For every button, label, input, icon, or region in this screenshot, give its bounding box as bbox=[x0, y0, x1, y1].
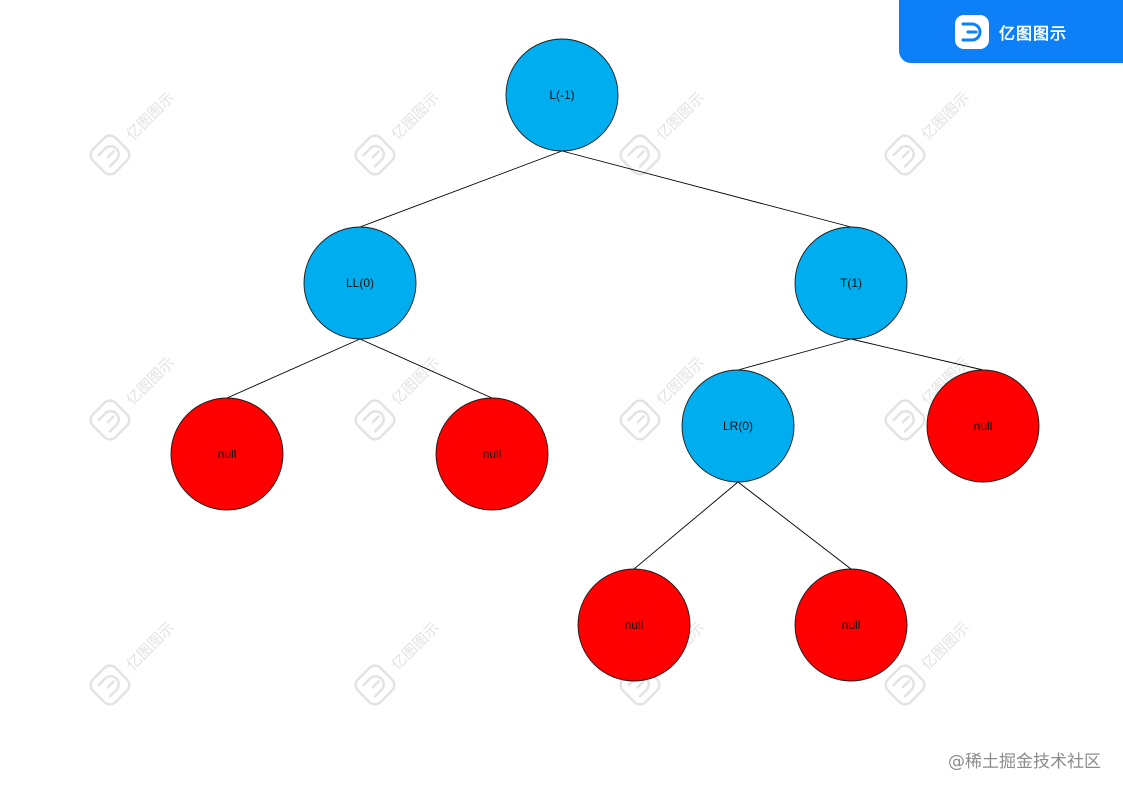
watermark-text: 亿图图示 bbox=[653, 89, 708, 144]
edraw-logo-glyph bbox=[961, 22, 982, 41]
tree-edge bbox=[226, 338, 361, 399]
watermark-text: 亿图图示 bbox=[123, 354, 178, 409]
watermark: 亿图图示 bbox=[884, 89, 973, 176]
tree-edge bbox=[633, 481, 739, 570]
tree-nodes: L(-1) LL(0) T(1) null null LR(0) null null null bbox=[170, 38, 1040, 682]
tree-edge bbox=[359, 338, 493, 399]
watermark: 亿图图示 bbox=[89, 354, 178, 441]
watermark: 亿图图示 bbox=[89, 89, 178, 176]
tree-edge bbox=[359, 150, 563, 228]
node-circle bbox=[681, 369, 795, 483]
watermark-text: 亿图图示 bbox=[388, 354, 443, 409]
node-label: null bbox=[218, 447, 237, 461]
node-circle bbox=[926, 369, 1040, 483]
brand-badge: 亿图图示 bbox=[899, 0, 1123, 63]
node-circle bbox=[577, 568, 691, 682]
tree-edge bbox=[561, 150, 852, 228]
watermark-text: 亿图图示 bbox=[918, 619, 973, 674]
watermark: 亿图图示 bbox=[354, 619, 443, 706]
watermark: 亿图图示 bbox=[354, 354, 443, 441]
watermark-text: 亿图图示 bbox=[123, 619, 178, 674]
tree-node: LL(0) bbox=[303, 226, 417, 340]
node-label: LR(0) bbox=[723, 419, 753, 433]
node-circle bbox=[794, 568, 908, 682]
watermark: 亿图图示 bbox=[354, 89, 443, 176]
node-label: null bbox=[974, 419, 993, 433]
null-node: null bbox=[926, 369, 1040, 483]
edraw-logo-icon bbox=[619, 134, 661, 176]
node-circle bbox=[794, 226, 908, 340]
watermark-text: 亿图图示 bbox=[123, 89, 178, 144]
null-node: null bbox=[794, 568, 908, 682]
null-node: null bbox=[435, 397, 549, 511]
node-label: null bbox=[483, 447, 502, 461]
null-node: null bbox=[170, 397, 284, 511]
node-circle bbox=[505, 38, 619, 152]
edraw-logo-icon bbox=[619, 399, 661, 441]
tree-node: T(1) bbox=[794, 226, 908, 340]
tree-edge bbox=[850, 338, 984, 371]
edraw-logo-icon bbox=[884, 134, 926, 176]
node-label: null bbox=[842, 618, 861, 632]
tree-node: L(-1) bbox=[505, 38, 619, 152]
watermark-text: 亿图图示 bbox=[388, 619, 443, 674]
tree-edge bbox=[737, 338, 852, 371]
tree-node: LR(0) bbox=[681, 369, 795, 483]
node-label: L(-1) bbox=[549, 88, 574, 102]
edraw-logo-icon bbox=[89, 399, 131, 441]
node-circle bbox=[170, 397, 284, 511]
edraw-logo-icon bbox=[954, 14, 989, 49]
node-label: LL(0) bbox=[346, 276, 374, 290]
tree-edge bbox=[737, 481, 852, 570]
brand-name: 亿图图示 bbox=[998, 23, 1067, 43]
node-label: T(1) bbox=[840, 276, 862, 290]
edraw-logo-icon bbox=[89, 664, 131, 706]
edraw-logo-icon bbox=[354, 134, 396, 176]
watermark: 亿图图示 bbox=[619, 89, 708, 176]
edraw-logo-icon bbox=[89, 134, 131, 176]
null-node: null bbox=[577, 568, 691, 682]
tree-edges bbox=[226, 150, 984, 570]
node-label: null bbox=[625, 618, 644, 632]
watermark-text: 亿图图示 bbox=[918, 89, 973, 144]
edraw-logo-icon bbox=[884, 399, 926, 441]
edraw-logo-icon bbox=[354, 399, 396, 441]
watermark-text: 亿图图示 bbox=[388, 89, 443, 144]
watermark: 亿图图示 bbox=[89, 619, 178, 706]
node-circle bbox=[435, 397, 549, 511]
edraw-logo-icon bbox=[884, 664, 926, 706]
edraw-logo-icon bbox=[354, 664, 396, 706]
node-circle bbox=[303, 226, 417, 340]
footer-credit: @稀土掘金技术社区 bbox=[948, 752, 1101, 772]
